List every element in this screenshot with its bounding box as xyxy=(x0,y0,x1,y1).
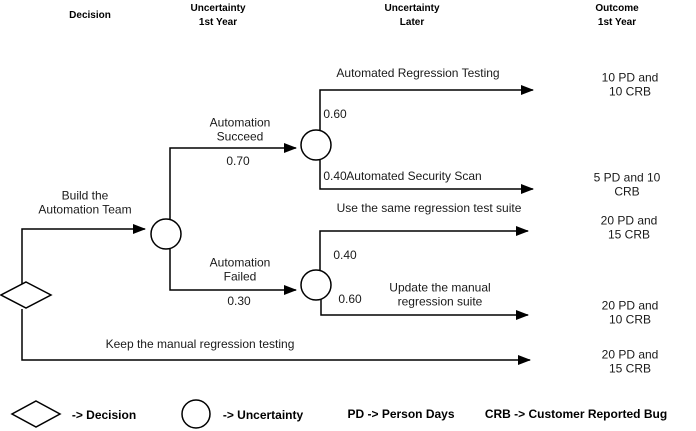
outcome-keep-manual: 20 PD and 15 CRB xyxy=(601,347,659,376)
legend-label-decision: -> Decision xyxy=(71,407,137,422)
probability-automated-regression: 0.60 xyxy=(323,106,347,121)
column-header-outcome-first-year: Outcome 1st Year xyxy=(595,3,639,28)
branch-label-update-manual-suite: Update the manual regression suite xyxy=(389,280,491,309)
outcome-automated-regression: 10 PD and 10 CRB xyxy=(601,70,659,99)
probability-use-same-suite: 0.40 xyxy=(333,247,357,262)
branch-label-use-same-suite: Use the same regression test suite xyxy=(336,200,522,215)
uncertainty-node-later-top xyxy=(300,129,332,161)
probability-automated-security: 0.40 xyxy=(323,168,347,183)
uncertainty-node-first-year xyxy=(150,218,182,250)
uncertainty-node-later-bottom xyxy=(300,269,332,301)
branch-label-automation-failed: Automation Failed xyxy=(209,255,271,284)
branch-label-keep-manual: Keep the manual regression testing xyxy=(105,336,295,351)
column-header-decision: Decision xyxy=(69,10,111,21)
probability-update-manual-suite: 0.60 xyxy=(338,291,362,306)
edge-use-same-suite xyxy=(319,226,529,271)
legend-label-pd: PD -> Person Days xyxy=(347,406,455,421)
edge-build-automation-team xyxy=(21,224,146,284)
legend-label-crb: CRB -> Customer Reported Bug xyxy=(484,406,668,421)
column-header-uncertainty-later: Uncertainty Later xyxy=(384,3,440,28)
decision-diamond xyxy=(0,281,53,309)
edge-update-manual-suite xyxy=(320,299,529,320)
branch-label-automated-security: Automated Security Scan xyxy=(346,168,482,183)
branch-label-automation-succeed: Automation Succeed xyxy=(209,115,271,144)
outcome-update-manual-suite: 20 PD and 10 CRB xyxy=(601,298,659,327)
probability-automation-failed: 0.30 xyxy=(227,293,251,308)
edge-automated-regression-testing xyxy=(319,85,534,131)
branch-label-build-team: Build the Automation Team xyxy=(38,188,132,217)
legend-decision-diamond-icon xyxy=(10,400,62,428)
probability-automation-succeed: 0.70 xyxy=(226,153,250,168)
legend-label-uncertainty: -> Uncertainty xyxy=(222,407,304,422)
outcome-use-same-suite: 20 PD and 15 CRB xyxy=(600,213,658,242)
branch-label-automated-regression: Automated Regression Testing xyxy=(336,65,500,80)
edge-automation-failed xyxy=(169,249,297,295)
edge-automated-security-scan xyxy=(319,160,534,194)
column-header-uncertainty-first-year: Uncertainty 1st Year xyxy=(190,3,246,28)
outcome-automated-security: 5 PD and 10 CRB xyxy=(593,170,661,199)
legend-uncertainty-circle-icon xyxy=(181,399,211,429)
edge-keep-manual xyxy=(21,309,531,365)
edge-automation-succeed xyxy=(169,143,297,220)
